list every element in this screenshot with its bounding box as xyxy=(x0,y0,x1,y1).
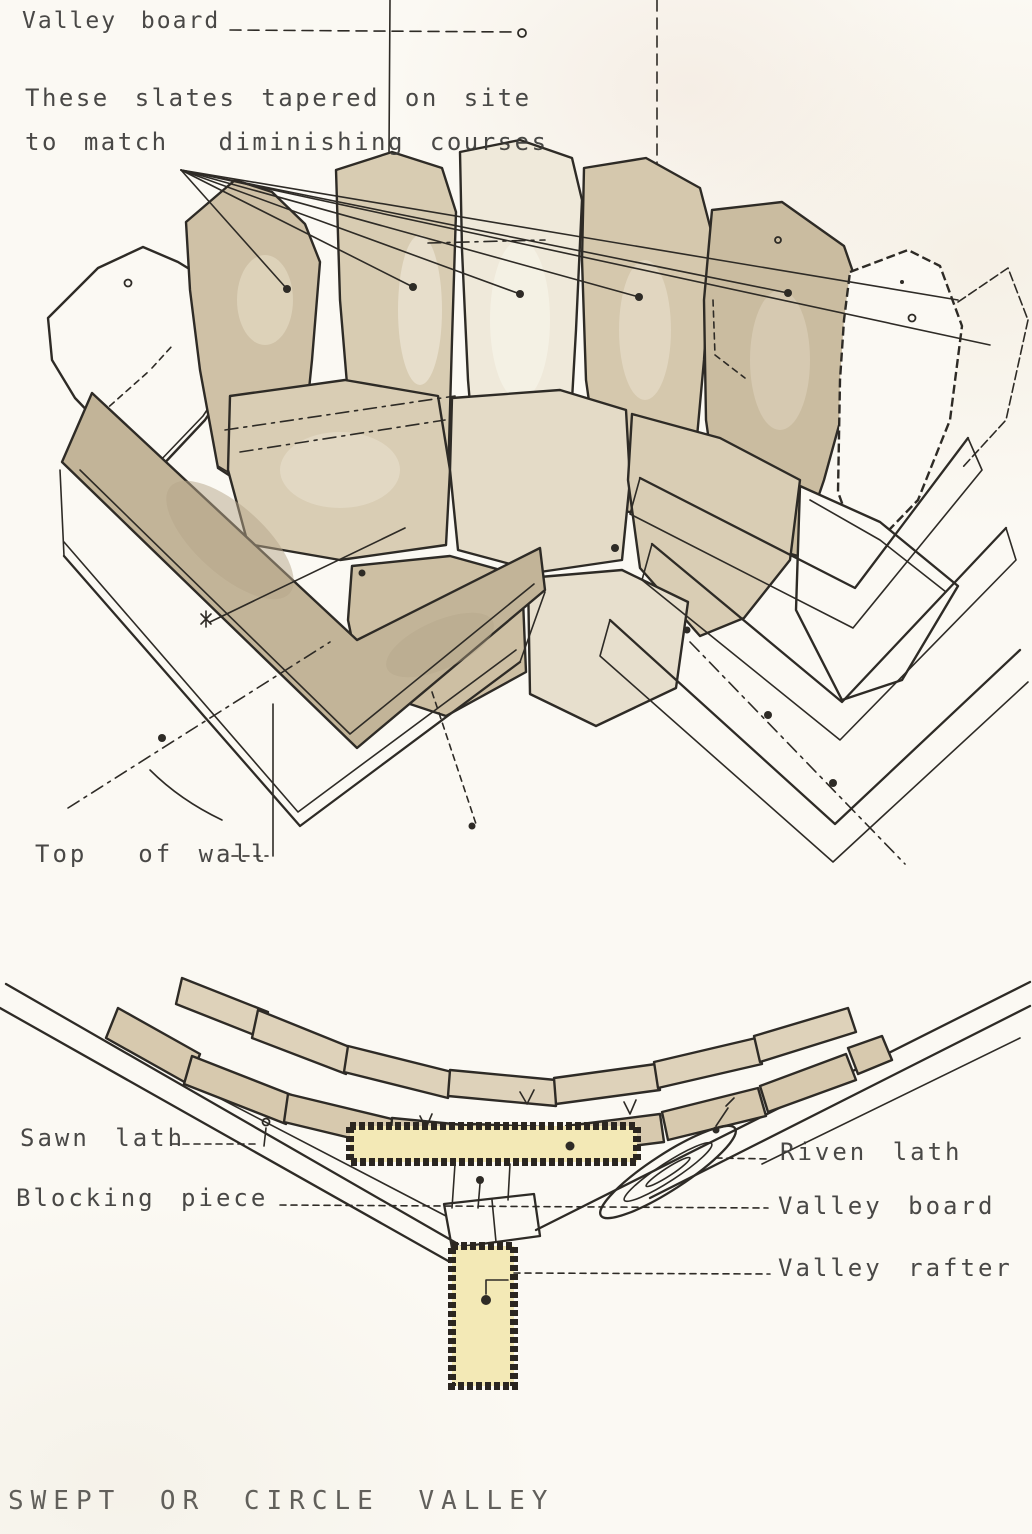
valley-board-rect xyxy=(346,1122,641,1166)
valley-board-label-top: Valley board xyxy=(22,8,221,34)
section-slates-upper-course xyxy=(174,976,858,1108)
blocking-piece-outline xyxy=(442,1163,542,1250)
valley-board-top-leader xyxy=(229,28,527,38)
section-leader-lines xyxy=(279,1157,771,1275)
valley-rafter-rect xyxy=(448,1242,518,1390)
valley-rafter-label: Valley rafter xyxy=(778,1254,1013,1282)
top-of-wall-label: Top of wall xyxy=(35,840,269,868)
valley-board-label: Valley board xyxy=(778,1192,996,1220)
sawn-lath-marker xyxy=(171,1117,271,1147)
riven-lath-label: Riven lath xyxy=(780,1138,963,1166)
plan-nail-dots xyxy=(123,278,917,830)
page-title: SWEPT OR CIRCLE VALLEY xyxy=(8,1486,555,1516)
tapered-note-line2: to match diminishing courses xyxy=(25,128,549,156)
plan-slates-middle-course xyxy=(226,378,960,702)
plan-white-chevrons-left xyxy=(59,469,546,828)
section-view-diagram xyxy=(0,976,1032,1390)
plan-valley-chevron-slate xyxy=(60,391,547,750)
riven-lath-ellipse xyxy=(599,1097,737,1220)
tapered-note-line1: These slates tapered on site xyxy=(25,84,532,112)
sawn-lath-label: Sawn lath xyxy=(20,1124,186,1152)
plan-hidden-lines xyxy=(67,239,906,865)
tapered-slates-leader-fan xyxy=(180,169,991,346)
plan-white-chevrons-right xyxy=(599,436,1029,863)
blocking-piece-label: Blocking piece xyxy=(16,1184,269,1212)
plan-view-diagram xyxy=(46,0,1029,865)
top-of-wall-leader xyxy=(231,703,274,857)
